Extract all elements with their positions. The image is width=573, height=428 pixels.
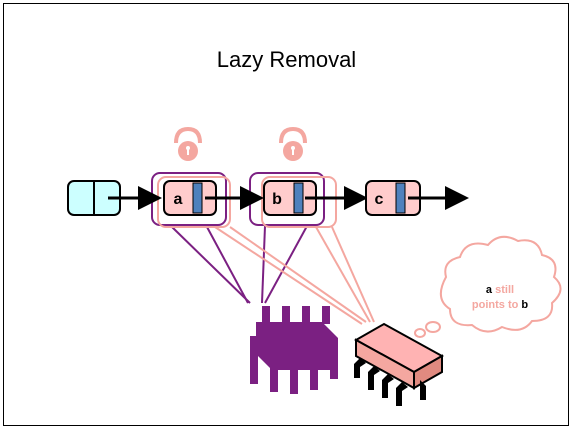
- list-node-b: b: [263, 180, 317, 216]
- thought-text-b: b: [518, 299, 528, 311]
- thought-text-line1: a still: [486, 284, 514, 296]
- list-node-c: c: [365, 180, 421, 216]
- thought-text-still: still: [492, 284, 514, 296]
- pink-thread-chip-icon: [353, 322, 445, 406]
- node-c-label: c: [375, 191, 384, 208]
- thought-text-line2: points to b: [472, 299, 528, 311]
- node-b-label: b: [272, 191, 282, 208]
- thought-bubble-cloud: a still points to b: [439, 235, 562, 333]
- node-a-label: a: [174, 191, 183, 208]
- thought-text-a: a: [486, 284, 493, 296]
- thought-bubble-trail: [414, 321, 441, 338]
- lock-icon-b: [279, 126, 307, 161]
- purple-thread-chip-icon: [250, 306, 338, 394]
- list-node-a: a: [163, 180, 217, 216]
- pink-thread-links: [214, 226, 375, 325]
- purple-thread-links: [171, 225, 308, 304]
- slide-title: Lazy Removal: [216, 47, 357, 72]
- thought-text-points-to: points to: [472, 299, 519, 311]
- lock-icon-a: [174, 126, 202, 161]
